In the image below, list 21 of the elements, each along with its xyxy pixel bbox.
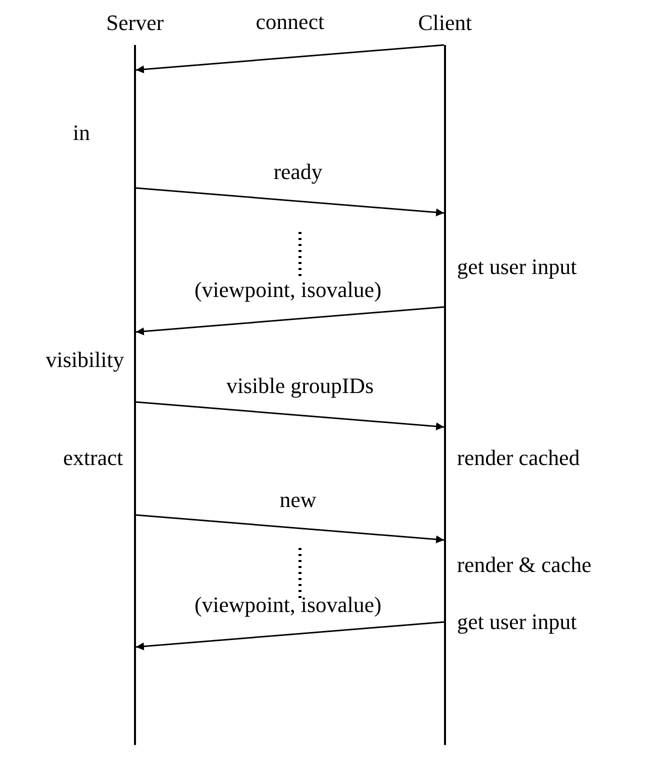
step-note: in [72, 122, 90, 144]
step-note: get user input [457, 611, 577, 633]
message-arrow [136, 514, 444, 544]
edge-label: new [280, 489, 316, 511]
step-note: get user input [457, 256, 577, 278]
edge-label: (viewpoint, isovalue) [194, 594, 382, 616]
step-note: render & cache [457, 554, 592, 576]
message-arrow [136, 621, 444, 650]
message-arrow [136, 187, 444, 216]
edge-label: visible groupIDs [226, 375, 374, 397]
step-note: render cached [457, 447, 580, 469]
lifeline-label: Client [418, 12, 472, 34]
edge-label: connect [256, 11, 324, 33]
step-note: visibility [46, 349, 124, 371]
message-arrow [136, 44, 444, 74]
message-arrow [136, 401, 444, 430]
step-note: extract [63, 447, 123, 469]
message-arrow [136, 306, 444, 336]
edge-label: ready [274, 161, 322, 183]
edge-label: (viewpoint, isovalue) [194, 279, 382, 301]
lifeline-label: Server [106, 12, 164, 34]
